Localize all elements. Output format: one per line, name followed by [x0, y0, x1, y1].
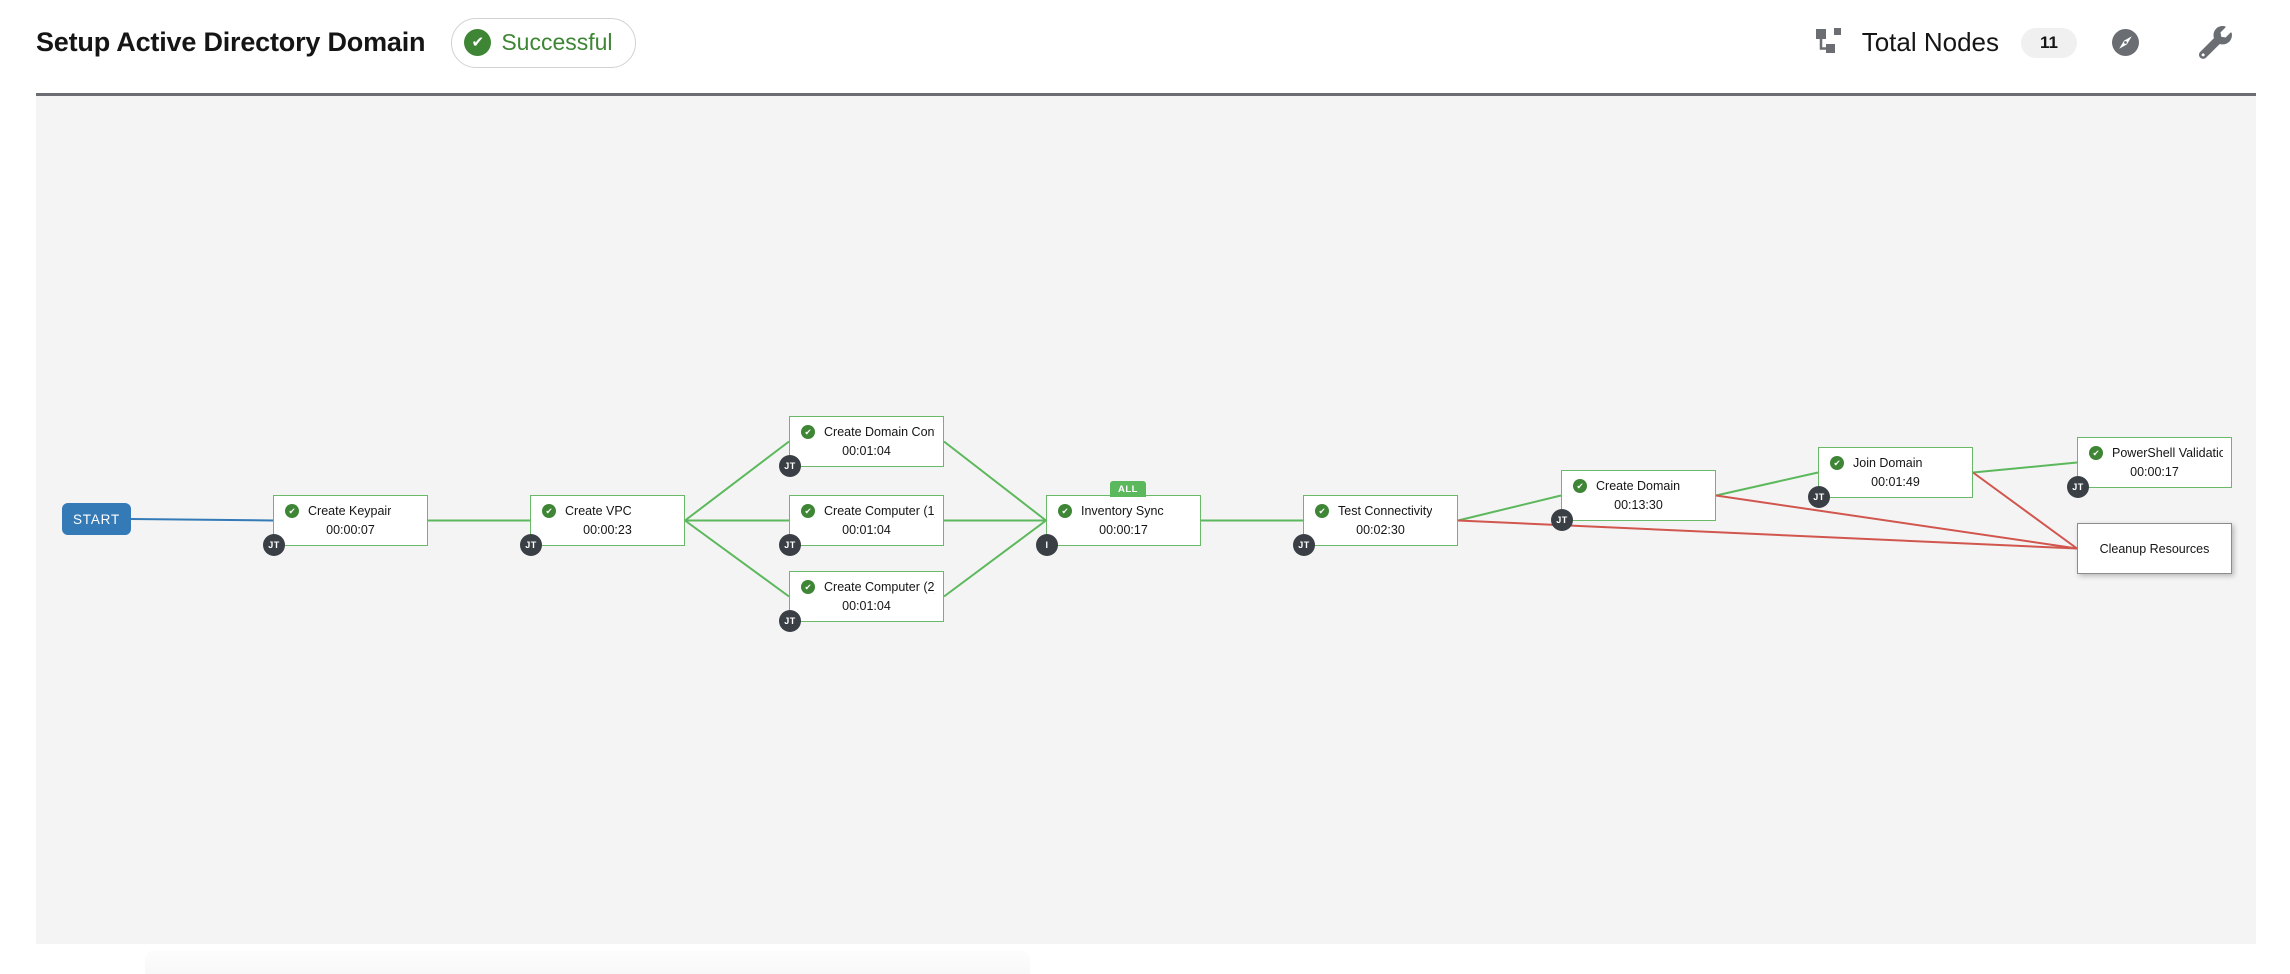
wrench-icon: [2199, 26, 2232, 59]
node-elapsed-time: 00:00:07: [326, 523, 375, 537]
node-elapsed-time: 00:02:30: [1356, 523, 1405, 537]
check-circle-icon: ✔: [464, 29, 492, 56]
status-label: Successful: [501, 29, 613, 55]
node-success-check-icon: ✔: [285, 504, 299, 518]
node-success-check-icon: ✔: [2089, 446, 2103, 460]
node-success-check-icon: ✔: [1830, 456, 1844, 470]
node-type-badge-job-template: JT: [779, 455, 801, 477]
compass-icon: [2112, 29, 2139, 56]
page-header: Setup Active Directory Domain ✔ Successf…: [0, 0, 2290, 93]
node-success-check-icon: ✔: [801, 504, 815, 518]
node-elapsed-time: 00:01:49: [1871, 475, 1920, 489]
total-nodes-label: Total Nodes: [1861, 27, 1999, 57]
workflow-link-create-computer-2-to-inventory-sync[interactable]: [943, 519, 1047, 598]
status-badge: ✔ Successful: [451, 17, 636, 68]
header-toolbar: Total Nodes 11: [1815, 26, 2232, 59]
node-label: Create Domain Contr...: [824, 425, 935, 439]
convergence-all-badge: ALL: [1110, 481, 1146, 497]
node-success-check-icon: ✔: [801, 425, 815, 439]
node-success-check-icon: ✔: [1315, 504, 1329, 518]
node-type-badge-inventory: I: [1036, 534, 1058, 556]
node-label: Create Computer (2): [824, 580, 935, 594]
tools-wrench-button[interactable]: [2199, 26, 2232, 59]
node-elapsed-time: 00:00:17: [1099, 523, 1148, 537]
node-label: Create VPC: [565, 504, 632, 518]
node-label: PowerShell Validation: [2112, 446, 2223, 460]
node-elapsed-time: 00:13:30: [1614, 498, 1663, 512]
node-label: Inventory Sync: [1081, 504, 1164, 518]
node-type-badge-job-template: JT: [1808, 486, 1830, 508]
node-type-badge-job-template: JT: [779, 610, 801, 632]
node-success-check-icon: ✔: [801, 580, 815, 594]
workflow-link-create-domain-to-join-domain[interactable]: [1715, 471, 1819, 497]
node-type-badge-job-template: JT: [1293, 534, 1315, 556]
node-success-check-icon: ✔: [542, 504, 556, 518]
node-success-check-icon: ✔: [1058, 504, 1072, 518]
node-elapsed-time: 00:01:04: [842, 599, 891, 613]
page-title: Setup Active Directory Domain: [36, 27, 426, 57]
workflow-link-create-vpc-to-create-domain-controller[interactable]: [684, 440, 790, 522]
workflow-start-node[interactable]: START: [62, 503, 131, 535]
node-elapsed-time: 00:01:04: [842, 444, 891, 458]
node-label: Join Domain: [1853, 456, 1923, 470]
workflow-link-join-domain-to-powershell-validation[interactable]: [1972, 461, 2078, 474]
node-elapsed-time: 00:00:23: [583, 523, 632, 537]
workflow-link-create-domain-to-cleanup-resources[interactable]: [1715, 494, 2078, 550]
workflow-link-create-domain-controller-to-inventory-sync[interactable]: [943, 440, 1047, 522]
workflow-link-create-vpc-to-create-computer-2[interactable]: [684, 519, 790, 598]
node-type-badge-job-template: JT: [2067, 476, 2089, 498]
node-type-badge-job-template: JT: [263, 534, 285, 556]
workflow-link-start-to-create-keypair[interactable]: [130, 518, 274, 522]
node-label: Create Keypair: [308, 504, 392, 518]
node-label: Test Connectivity: [1338, 504, 1433, 518]
workflow-link-join-domain-to-cleanup-resources[interactable]: [1972, 471, 2078, 550]
node-elapsed-time: 00:00:17: [2130, 465, 2179, 479]
node-type-badge-job-template: JT: [520, 534, 542, 556]
node-type-badge-job-template: JT: [1551, 509, 1573, 531]
legend-compass-button[interactable]: [2112, 29, 2139, 56]
workflow-link-test-connectivity-to-create-domain[interactable]: [1457, 494, 1562, 522]
node-elapsed-time: 00:01:04: [842, 523, 891, 537]
workflow-node-cleanup-resources[interactable]: Cleanup Resources: [2077, 523, 2232, 574]
node-label: Cleanup Resources: [2099, 541, 2210, 556]
node-label: Create Domain: [1596, 479, 1681, 493]
total-nodes-count-badge: 11: [2021, 27, 2077, 58]
node-success-check-icon: ✔: [1573, 479, 1587, 493]
node-label: Create Computer (1): [824, 504, 935, 518]
node-type-badge-job-template: JT: [779, 534, 801, 556]
background-artifact: [145, 950, 1030, 974]
sitemap-icon: [1815, 27, 1842, 59]
